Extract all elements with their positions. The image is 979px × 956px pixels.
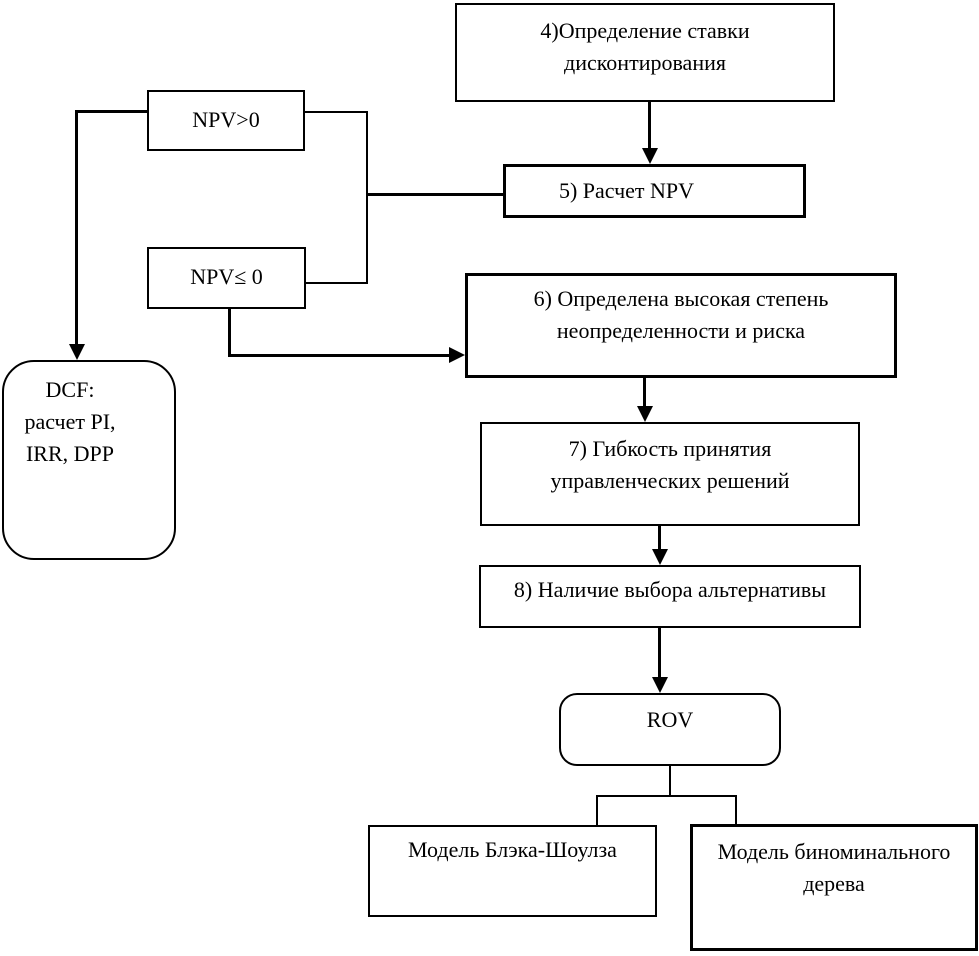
line-segment-vertical [735, 795, 737, 824]
line-segment-vertical [643, 378, 646, 410]
node-step8-alternatives: 8) Наличие выбора альтернативы [479, 565, 861, 628]
line-segment-horizontal [305, 111, 368, 113]
node-dcf-metrics: DCF: расчет PI, IRR, DPP [2, 360, 176, 560]
node-step6-uncertainty-risk: 6) Определена высокая степень неопределе… [465, 273, 897, 378]
node-black-scholes-model: Модель Блэка-Шоулза [368, 825, 657, 917]
line-segment-horizontal [228, 354, 451, 357]
arrowhead-down-icon [637, 406, 653, 422]
line-segment-vertical [658, 628, 661, 679]
arrowhead-down-icon [652, 677, 668, 693]
node-rov: ROV [559, 693, 781, 766]
line-segment-vertical [669, 766, 671, 797]
line-segment-vertical [228, 309, 231, 357]
arrowhead-down-icon [69, 344, 85, 360]
line-segment-horizontal [366, 193, 503, 196]
node-step4-discount-rate: 4)Определение ставки дисконтирования [455, 3, 835, 102]
line-segment-vertical [658, 526, 661, 553]
line-segment-vertical [648, 102, 651, 152]
node-step5-npv-calculation: 5) Расчет NPV [503, 164, 806, 218]
line-segment-vertical [596, 795, 598, 825]
line-segment-vertical [75, 110, 78, 346]
node-step7-management-flexibility: 7) Гибкость принятия управленческих реше… [480, 422, 860, 526]
line-segment-horizontal [596, 795, 737, 797]
line-segment-horizontal [75, 110, 147, 113]
node-npv-less-equal-zero: NPV≤ 0 [147, 247, 306, 309]
arrowhead-right-icon [449, 347, 465, 363]
arrowhead-down-icon [652, 549, 668, 565]
line-segment-vertical [366, 111, 368, 284]
arrowhead-down-icon [642, 148, 658, 164]
node-npv-greater-zero: NPV>0 [147, 90, 305, 151]
line-segment-horizontal [305, 282, 368, 284]
node-binomial-tree-model: Модель биноминального дерева [690, 824, 978, 951]
